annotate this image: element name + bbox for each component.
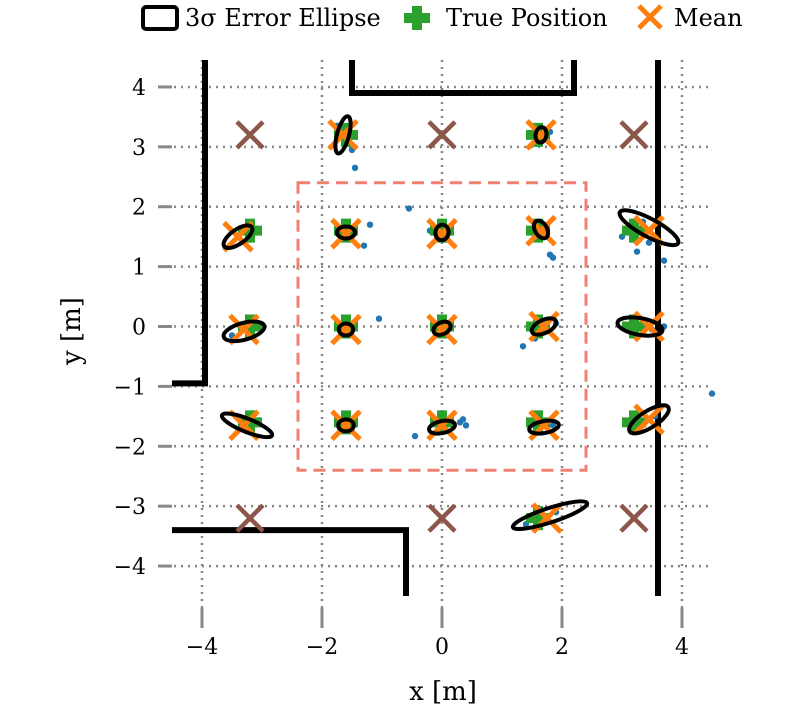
legend-ellipse-swatch [141,5,179,31]
sample-point [645,239,653,246]
error-ellipse [615,315,665,338]
x-tick-label: 0 [435,635,449,660]
sample-point [549,422,557,429]
sample-point [456,419,464,426]
unobserved-marker [619,120,649,150]
means-layer [222,119,665,534]
error-ellipse [335,224,357,241]
error-ellipse [221,223,255,250]
sample-point [519,343,527,350]
mean-marker [330,409,362,442]
x-axis-label: x [m] [409,677,477,707]
legend-true-position-marker [404,6,430,30]
sample-point [375,315,383,322]
region-layer [296,181,588,472]
y-tick-label: −1 [114,375,146,400]
axis-ticks: −4 −2 0 2 4 −4 −3 −2 −1 0 1 2 3 4 [114,76,689,660]
legend-label-mean: Mean [674,4,743,32]
sample-point [360,242,368,249]
true-position-marker [238,218,262,243]
y-tick-label: 3 [132,136,146,161]
unobserved-marker [427,503,457,533]
error-ellipse [529,316,559,337]
legend-entry-true-position: True Position [404,4,608,32]
true-position-marker [526,506,550,531]
mean-marker [633,403,665,436]
mean-marker [330,313,362,346]
sample-point [366,221,374,228]
error-ellipse [333,114,353,156]
y-tick-label: −4 [114,555,146,580]
y-axis-label: y [m] [57,297,87,366]
sample-point [660,257,668,264]
error-ellipse [336,417,356,434]
error-ellipse [219,411,275,440]
error-ellipse [433,222,451,243]
y-tick-label: 1 [132,256,146,281]
error-ellipse [221,319,267,344]
sample-point [351,164,359,172]
walls-layer [172,60,661,597]
error-ellipse [533,125,549,145]
error-ellipse [527,418,561,436]
legend-entry-error-ellipse: 3σ Error Ellipse [141,4,381,32]
legend-label-error-ellipse: 3σ Error Ellipse [185,4,381,32]
y-tick-label: −3 [114,495,146,520]
sample-point [633,248,641,255]
sample-point [708,390,716,397]
unobserved-marker [619,503,649,533]
legend-mean-marker [637,4,663,30]
legend-entry-mean: Mean [637,4,743,32]
error-ellipse [531,218,551,241]
wall [172,60,208,387]
region-rectangle [296,181,588,472]
sample-point [462,422,470,429]
unobserved-layer [235,120,649,533]
error-ellipse [627,403,671,436]
x-tick-label: −2 [306,635,338,660]
unobserved-marker [427,120,457,150]
true-position-marker [622,314,646,339]
y-tick-label: 0 [132,316,146,341]
sample-point [411,432,419,440]
mean-marker [426,313,458,346]
mean-marker [330,217,362,250]
sample-point [549,254,557,261]
error-ellipse [336,321,356,338]
unobserved-marker [235,503,265,533]
mean-marker [525,214,557,247]
error-ellipse [510,499,590,532]
mean-marker [525,119,557,151]
error-ellipse [617,208,681,248]
x-tick-label: 2 [555,635,569,660]
wall [349,60,577,96]
mean-marker [426,217,458,250]
x-tick-label: −4 [186,635,218,660]
legend-label-true-position: True Position [446,4,608,32]
ellipses-layer [219,114,681,532]
x-tick-label: 4 [675,635,689,660]
y-tick-label: 2 [132,196,146,221]
error-ellipse [431,319,453,337]
wall [172,527,409,597]
true-position-marker [526,314,550,339]
y-tick-label: −2 [114,435,146,460]
error-ellipse [427,418,457,436]
unobserved-marker [235,120,265,150]
sample-point [405,205,413,212]
y-tick-label: 4 [132,76,146,101]
legend: 3σ Error Ellipse True Position Mean [141,4,743,32]
